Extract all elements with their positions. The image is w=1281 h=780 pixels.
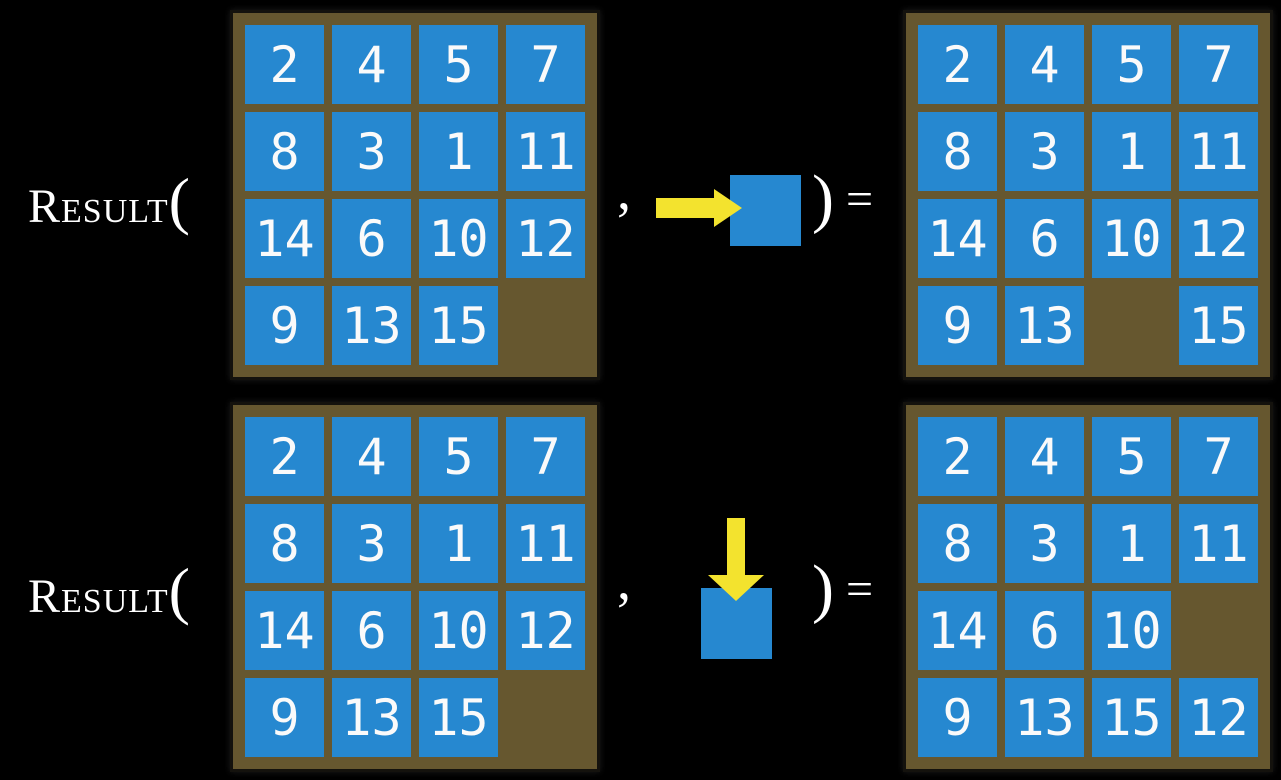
down-arrow-icon: [700, 518, 773, 660]
board-cell: 13: [1005, 286, 1084, 365]
open-paren: (: [168, 555, 190, 626]
board-cell: 9: [918, 286, 997, 365]
board-cell: 7: [1179, 417, 1258, 496]
board-cell: 7: [506, 25, 585, 104]
board-cell: 13: [1005, 678, 1084, 757]
board-cell: 3: [332, 504, 411, 583]
board-cell: [506, 678, 585, 757]
board-cell: 5: [419, 417, 498, 496]
board-cell: 7: [1179, 25, 1258, 104]
function-label: Result (: [28, 554, 190, 628]
function-name: Result: [28, 570, 169, 623]
board-cell: 3: [332, 112, 411, 191]
board-cell: 11: [1179, 112, 1258, 191]
board-cell: 11: [506, 504, 585, 583]
board-cell: 8: [245, 112, 324, 191]
board-cell: 5: [419, 25, 498, 104]
board-cell: 3: [1005, 112, 1084, 191]
example1-input-board: 2 4 5 7 8 3 1 11 14 6 10 12 9 13 15: [230, 10, 600, 380]
board-cell: 14: [918, 591, 997, 670]
board-cell: 10: [1092, 591, 1171, 670]
board-cell: 6: [1005, 591, 1084, 670]
board-cell: 12: [1179, 678, 1258, 757]
board-cell: 15: [419, 678, 498, 757]
board-cell: [1179, 591, 1258, 670]
board-cell: 2: [918, 417, 997, 496]
board-cell: 15: [419, 286, 498, 365]
board-cell: 6: [332, 591, 411, 670]
board-cell: 4: [1005, 417, 1084, 496]
arrow-shaft: [656, 198, 714, 218]
board-cell: 14: [245, 591, 324, 670]
board-cell: 13: [332, 678, 411, 757]
board-cell: 6: [1005, 199, 1084, 278]
board-cell: 13: [332, 286, 411, 365]
move-right-action-icon: [656, 172, 801, 250]
board-cell: 5: [1092, 25, 1171, 104]
board-cell: 1: [419, 504, 498, 583]
board-cell: [506, 286, 585, 365]
move-down-action-icon: [700, 518, 773, 660]
board-cell: 4: [332, 25, 411, 104]
board-cell: 12: [1179, 199, 1258, 278]
board-cell: 4: [332, 417, 411, 496]
board-cell: 14: [918, 199, 997, 278]
function-name: Result: [28, 180, 169, 233]
example1-output-board: 2 4 5 7 8 3 1 11 14 6 10 12 9 13 15: [903, 10, 1273, 380]
equals-sign: =: [846, 563, 874, 616]
arrow-shaft: [727, 518, 745, 575]
close-paren: ): [812, 162, 834, 235]
function-label: Result (: [28, 164, 190, 238]
board-cell: 9: [918, 678, 997, 757]
board-cell: 6: [332, 199, 411, 278]
board-cell: 10: [1092, 199, 1171, 278]
open-paren: (: [168, 165, 190, 236]
board-cell: 5: [1092, 417, 1171, 496]
example-row-1: Result ( 2 4 5 7 8 3 1 11 14 6 10 12 9 1…: [28, 10, 1273, 380]
board-cell: 9: [245, 678, 324, 757]
board-cell: 9: [245, 286, 324, 365]
board-cell: 1: [1092, 112, 1171, 191]
board-cell: 1: [419, 112, 498, 191]
equals-sign: =: [846, 173, 874, 226]
example-row-2: Result ( 2 4 5 7 8 3 1 11 14 6 10 12 9 1…: [0, 390, 1281, 780]
board-cell: 11: [506, 112, 585, 191]
right-arrow-icon: [656, 172, 801, 250]
board-cell: 11: [1179, 504, 1258, 583]
board-cell: 8: [918, 504, 997, 583]
example2-output-board: 2 4 5 7 8 3 1 11 14 6 10 9 13 15 12: [903, 402, 1273, 772]
board-cell: 12: [506, 199, 585, 278]
board-cell: 8: [918, 112, 997, 191]
board-cell: 12: [506, 591, 585, 670]
board-cell: 14: [245, 199, 324, 278]
board-cell: 10: [419, 591, 498, 670]
board-cell: 15: [1179, 286, 1258, 365]
arrow-head: [708, 575, 764, 601]
close-paren: ): [812, 552, 834, 625]
comma-separator: ,: [617, 550, 631, 612]
board-cell: 1: [1092, 504, 1171, 583]
board-cell: 10: [419, 199, 498, 278]
board-cell: 8: [245, 504, 324, 583]
arrow-head: [714, 189, 742, 227]
comma-separator: ,: [617, 160, 631, 222]
board-cell: 4: [1005, 25, 1084, 104]
board-cell: 2: [245, 25, 324, 104]
board-cell: 3: [1005, 504, 1084, 583]
example2-input-board: 2 4 5 7 8 3 1 11 14 6 10 12 9 13 15: [230, 402, 600, 772]
board-cell: 2: [918, 25, 997, 104]
board-cell: 7: [506, 417, 585, 496]
board-cell: [1092, 286, 1171, 365]
board-cell: 15: [1092, 678, 1171, 757]
board-cell: 2: [245, 417, 324, 496]
